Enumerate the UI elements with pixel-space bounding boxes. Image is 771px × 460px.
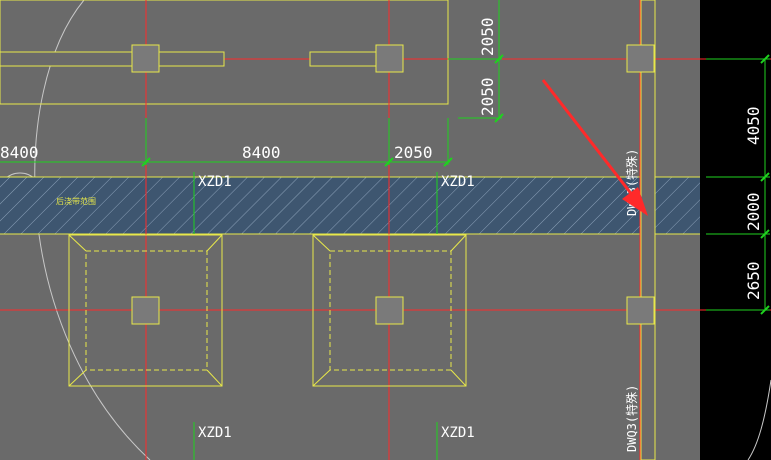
dim-text-right-1: 4050	[744, 106, 763, 145]
wall-dwq3	[640, 0, 656, 460]
column-a3[interactable]	[626, 44, 655, 73]
band-note: 后浇带范围	[56, 196, 96, 206]
dim-text-right-3: 2650	[744, 261, 763, 300]
column-tag-2: XZD1	[441, 174, 475, 190]
column-b3[interactable]	[626, 296, 655, 325]
column-tag-4: XZD1	[441, 425, 475, 441]
dim-tick-r3	[760, 229, 770, 239]
dim-tick-r4	[760, 305, 770, 315]
column-b1[interactable]	[131, 296, 160, 325]
reference-arc-right	[747, 379, 771, 460]
column-b2[interactable]	[375, 296, 404, 325]
dim-tick-1	[141, 157, 151, 167]
dim-tick-r2	[760, 172, 770, 182]
column-tag-1: XZD1	[198, 174, 232, 190]
dim-text-top-2: 2050	[478, 77, 497, 116]
annotation-arrow	[541, 79, 648, 216]
pile-cap-2	[312, 234, 467, 387]
beam-1	[0, 51, 225, 67]
dim-tick-2	[384, 157, 394, 167]
dim-tick-5	[494, 113, 504, 123]
outside-area	[700, 0, 771, 460]
dim-text-horizontal-3: 2050	[394, 143, 433, 162]
dim-text-right-2: 2000	[744, 192, 763, 231]
pile-cap-1	[68, 234, 223, 387]
column-a1[interactable]	[131, 44, 160, 73]
dim-tick-4	[494, 54, 504, 64]
dim-text-horizontal-1: 8400	[0, 143, 39, 162]
dim-tick-3	[443, 157, 453, 167]
dim-tick-r1	[760, 54, 770, 64]
column-tag-3: XZD1	[198, 425, 232, 441]
upper-slab-outline	[0, 0, 449, 105]
column-a2[interactable]	[375, 44, 404, 73]
wall-tag-lower: DWQ3(特殊)	[624, 385, 639, 452]
post-pour-band	[0, 177, 700, 234]
dim-text-horizontal-2: 8400	[242, 143, 281, 162]
dim-text-top-1: 2050	[478, 17, 497, 56]
